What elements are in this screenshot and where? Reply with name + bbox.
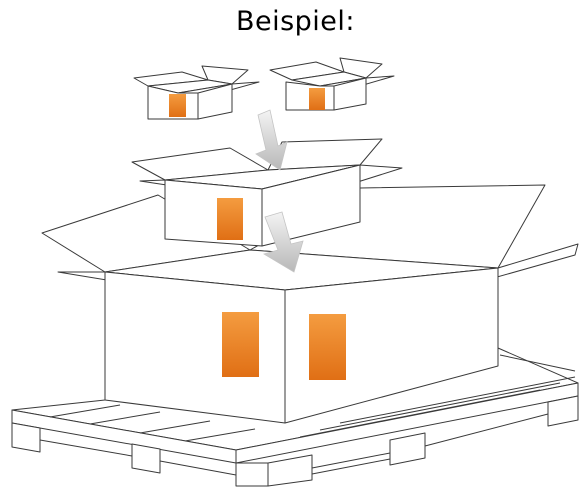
diagram-title: Beispiel: <box>235 6 356 37</box>
medium-box-right <box>261 164 361 247</box>
small-box-right <box>333 77 367 111</box>
pallet-block <box>131 443 161 474</box>
shipping-label <box>309 88 325 110</box>
small-box-right <box>269 57 395 111</box>
small-box-left <box>133 65 260 120</box>
large-box-right <box>284 267 499 424</box>
pallet-block <box>389 432 426 466</box>
pallet-block <box>235 462 269 487</box>
shipping-label <box>217 198 243 240</box>
shipping-label <box>169 94 186 117</box>
down-arrow-icon <box>263 211 304 273</box>
medium-box <box>131 138 403 247</box>
small-box-right <box>197 83 233 120</box>
pallet-block <box>267 454 313 487</box>
shipping-label <box>309 314 346 380</box>
pallet-block <box>11 422 41 453</box>
pallet-block <box>547 395 579 427</box>
down-arrow-icon <box>255 109 288 171</box>
large-box <box>41 184 579 424</box>
medium-box-front <box>164 179 263 247</box>
shipping-label <box>222 312 259 377</box>
